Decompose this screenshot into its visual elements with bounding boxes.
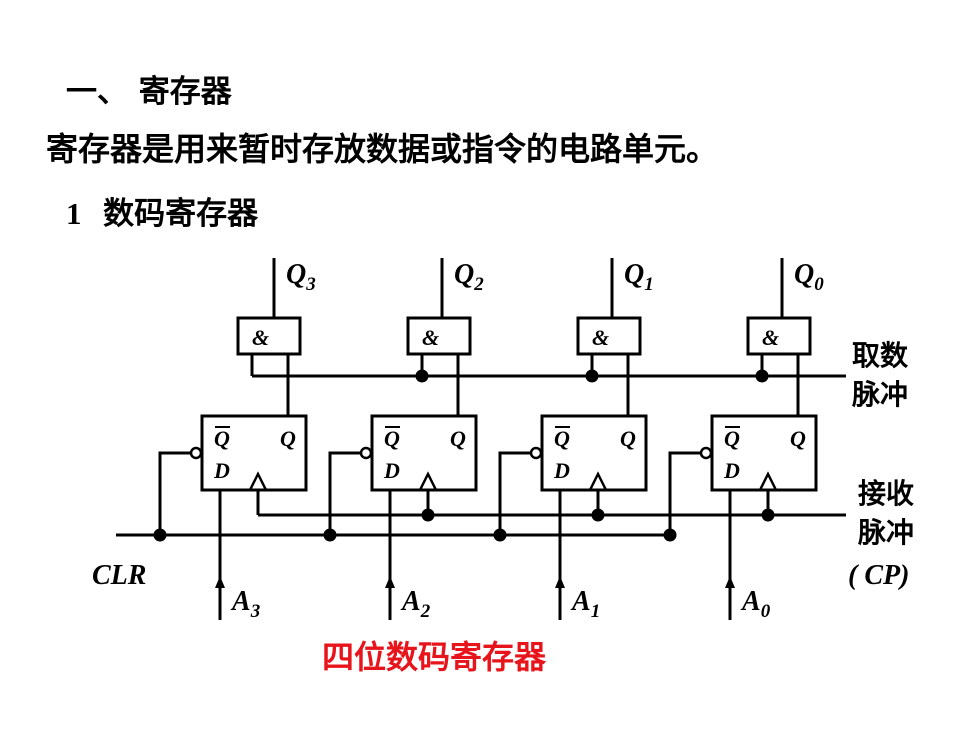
clr-branch-3 <box>668 451 701 535</box>
cp-label: ( CP) <box>848 560 909 591</box>
and-gate-0 <box>236 316 302 356</box>
ff-d-label-3: D <box>723 458 740 483</box>
data-arrow-1 <box>385 576 395 588</box>
input-label-3: A0 <box>740 586 771 622</box>
subsection-number: 1 <box>66 196 82 231</box>
ff-qbar-label-1: Q <box>384 426 400 451</box>
read-pulse-label-1: 取数 <box>852 339 909 372</box>
and-gate-2 <box>576 316 642 356</box>
ff-q-label-1: Q <box>450 426 466 451</box>
and-gate-label-2: & <box>592 325 609 350</box>
ff-d-label-2: D <box>553 458 570 483</box>
subsection-heading: 1 数码寄存器 <box>66 188 258 233</box>
and-gate-label-3: & <box>762 325 779 350</box>
data-arrow-3 <box>725 576 735 588</box>
output-label-0: Q3 <box>286 259 316 295</box>
input-label-1: A2 <box>400 586 431 622</box>
definition-text: 寄存器是用来暂时存放数据或指令的电路单元。 <box>46 130 719 168</box>
data-arrow-2 <box>555 576 565 588</box>
read-junction-dot-2 <box>585 369 599 383</box>
receive-pulse-label-2: 脉冲 <box>858 516 914 549</box>
receive-junction-dot-1 <box>421 508 435 522</box>
receive-pulse-label-1: 接收 <box>858 477 914 510</box>
receive-junction-dot-3 <box>761 508 775 522</box>
clr-junction-dot-0 <box>153 528 167 542</box>
ff-qbar-label-2: Q <box>554 426 570 451</box>
read-pulse-label-2: 脉冲 <box>852 378 908 411</box>
clr-junction-dot-1 <box>323 528 337 542</box>
ff-reset-bubble-3 <box>699 446 713 460</box>
ff-q-label-3: Q <box>790 426 806 451</box>
output-label-1: Q2 <box>454 259 484 295</box>
subsection-title: 数码寄存器 <box>103 196 259 232</box>
data-arrow-0 <box>215 576 225 588</box>
and-gate-label-1: & <box>422 325 439 350</box>
d-flipflop-2 <box>540 414 648 492</box>
clr-branch-2 <box>498 451 531 535</box>
and-gate-3 <box>746 316 812 356</box>
output-label-2: Q1 <box>624 259 654 295</box>
circuit-wires <box>116 258 846 620</box>
d-flipflop-3 <box>710 414 818 492</box>
ff-reset-bubble-1 <box>359 446 373 460</box>
ff-reset-bubble-2 <box>529 446 543 460</box>
input-label-2: A1 <box>570 586 600 622</box>
side-labels: 取数 脉冲 接收 脉冲 ( CP) CLR 四位数码寄存器 <box>92 339 914 676</box>
read-junction-dot-3 <box>755 369 769 383</box>
output-label-3: Q0 <box>794 259 824 295</box>
ff-qbar-label-0: Q <box>214 426 230 451</box>
ff-q-label-0: Q <box>280 426 296 451</box>
ff-clock-triangle-0 <box>248 471 268 491</box>
input-label-0: A3 <box>230 586 260 622</box>
clr-junction-dot-3 <box>663 528 677 542</box>
ff-clock-triangle-1 <box>418 471 438 491</box>
diagram-caption: 四位数码寄存器 <box>322 638 547 676</box>
clr-junction-dot-2 <box>493 528 507 542</box>
receive-junction-dot-2 <box>591 508 605 522</box>
and-gate-label-0: & <box>252 325 269 350</box>
ff-d-label-1: D <box>383 458 400 483</box>
ff-d-label-0: D <box>213 458 230 483</box>
ff-q-label-2: Q <box>620 426 636 451</box>
ff-clock-triangle-3 <box>758 471 778 491</box>
clr-label: CLR <box>92 560 146 591</box>
clr-branch-0 <box>158 451 191 535</box>
clr-branch-1 <box>328 451 361 535</box>
and-gate-1 <box>406 316 472 356</box>
circuit-components <box>153 316 818 588</box>
ff-clock-triangle-2 <box>588 471 608 491</box>
read-junction-dot-1 <box>415 369 429 383</box>
section-heading: 一、 寄存器 <box>66 74 232 110</box>
ff-reset-bubble-0 <box>189 446 203 460</box>
ff-qbar-label-3: Q <box>724 426 740 451</box>
